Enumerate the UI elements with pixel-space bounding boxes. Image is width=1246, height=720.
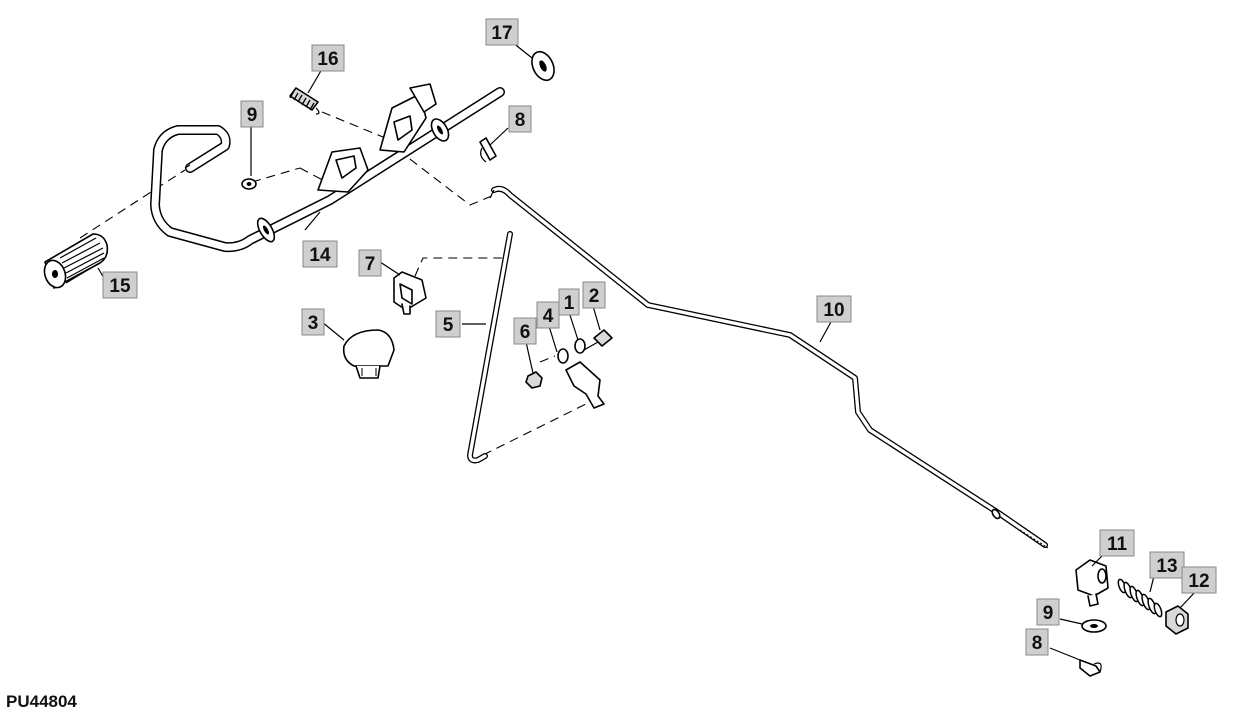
svg-text:5: 5 xyxy=(443,315,454,336)
callout-8-top: 8 xyxy=(508,105,532,133)
svg-text:11: 11 xyxy=(1107,534,1128,555)
part-7-clip xyxy=(393,271,427,315)
callout-17: 17 xyxy=(485,18,519,46)
part-17-washer xyxy=(531,50,555,82)
callout-13: 13 xyxy=(1149,551,1185,579)
callout-9-top: 9 xyxy=(240,100,264,128)
svg-text:4: 4 xyxy=(543,306,554,327)
callout-3: 3 xyxy=(301,308,325,336)
part-3-cap xyxy=(342,329,395,379)
part-8-pin-bottom xyxy=(1079,659,1102,677)
part-11-swivel xyxy=(1075,559,1109,607)
svg-text:16: 16 xyxy=(317,49,338,70)
svg-text:10: 10 xyxy=(823,300,844,321)
callout-leader-lines xyxy=(97,41,1197,661)
callout-7: 7 xyxy=(358,249,382,277)
svg-text:14: 14 xyxy=(309,245,331,266)
callout-12: 12 xyxy=(1181,566,1217,594)
svg-text:15: 15 xyxy=(109,276,131,297)
assembly-dashed-lines xyxy=(79,111,591,456)
callout-16: 16 xyxy=(311,44,345,72)
callout-9-bottom: 9 xyxy=(1036,598,1060,626)
part-5-rod xyxy=(467,231,513,464)
svg-text:17: 17 xyxy=(491,23,512,44)
part-12-nut xyxy=(1165,605,1189,635)
svg-text:3: 3 xyxy=(308,313,319,334)
part-13-spring xyxy=(1117,578,1163,618)
figure-id-label: PU44804 xyxy=(6,692,77,711)
part-16-spring xyxy=(289,87,320,115)
callout-1: 1 xyxy=(558,288,580,316)
svg-text:8: 8 xyxy=(1032,633,1043,654)
svg-text:2: 2 xyxy=(589,286,600,307)
part-9-washer-top xyxy=(241,178,257,190)
bracket-hardware xyxy=(525,329,613,409)
part-14-shaft-handle xyxy=(150,83,505,253)
svg-text:7: 7 xyxy=(365,254,376,275)
callout-10: 10 xyxy=(816,295,852,323)
part-9-washer-bottom xyxy=(1081,619,1107,633)
callout-5: 5 xyxy=(435,310,461,338)
svg-text:1: 1 xyxy=(564,293,575,314)
callout-6: 6 xyxy=(513,317,537,345)
part-10-rod xyxy=(489,185,1049,549)
callout-4: 4 xyxy=(536,301,560,329)
callout-8-bottom: 8 xyxy=(1025,628,1049,656)
callout-14: 14 xyxy=(302,240,338,268)
part-15-grip xyxy=(43,233,109,289)
part-8-pin-top xyxy=(479,137,497,163)
svg-text:9: 9 xyxy=(247,105,258,126)
svg-text:12: 12 xyxy=(1188,571,1209,592)
svg-text:9: 9 xyxy=(1043,603,1054,624)
svg-text:8: 8 xyxy=(515,110,526,131)
callout-11: 11 xyxy=(1099,529,1135,557)
svg-text:13: 13 xyxy=(1156,556,1177,577)
svg-text:6: 6 xyxy=(520,322,531,343)
callout-2: 2 xyxy=(582,281,606,309)
callout-15: 15 xyxy=(102,271,138,299)
